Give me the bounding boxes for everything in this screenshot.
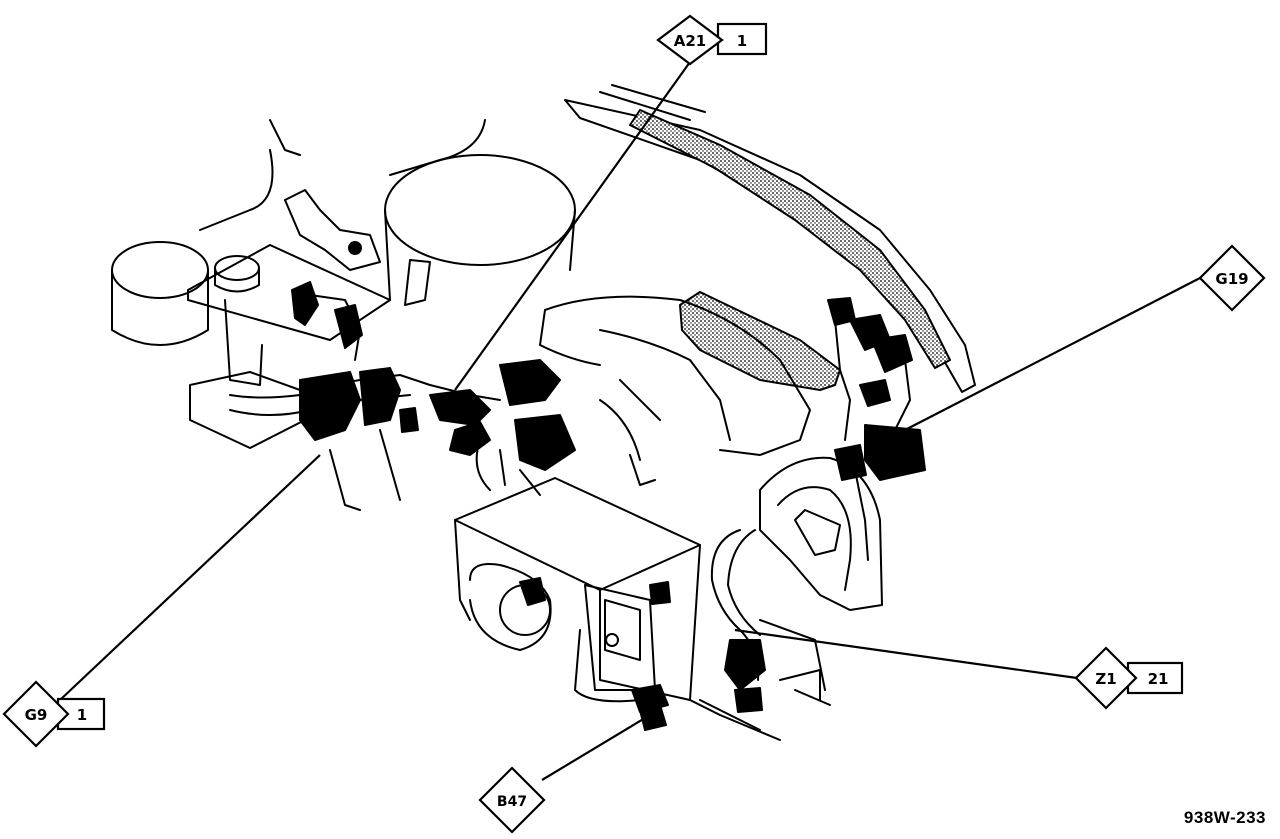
leader-g19 bbox=[904, 277, 1201, 431]
callout-z1: Z1 21 bbox=[1074, 646, 1184, 710]
callout-b47: B47 bbox=[478, 766, 546, 834]
callout-g9-ref: 1 bbox=[77, 706, 87, 724]
callout-z1-code: Z1 bbox=[1095, 670, 1116, 688]
callout-g9-code: G9 bbox=[25, 706, 48, 724]
leader-g9 bbox=[59, 454, 321, 701]
callout-z1-ref: 21 bbox=[1148, 670, 1169, 688]
callout-a21-code: A21 bbox=[674, 32, 706, 50]
callout-g19: G19 bbox=[1198, 244, 1266, 312]
figure-id: 938W-233 bbox=[1183, 808, 1266, 827]
engine-line-art bbox=[111, 84, 976, 741]
callout-b47-code: B47 bbox=[497, 794, 527, 810]
leader-a21 bbox=[454, 61, 691, 391]
callout-g9: G9 1 bbox=[2, 680, 106, 748]
callout-g19-code: G19 bbox=[1215, 270, 1248, 288]
callout-leaders bbox=[59, 61, 1201, 781]
callout-a21: A21 1 bbox=[656, 14, 768, 66]
leader-z1 bbox=[734, 628, 1078, 680]
callout-a21-ref: 1 bbox=[737, 32, 747, 50]
leader-b47 bbox=[541, 714, 651, 781]
